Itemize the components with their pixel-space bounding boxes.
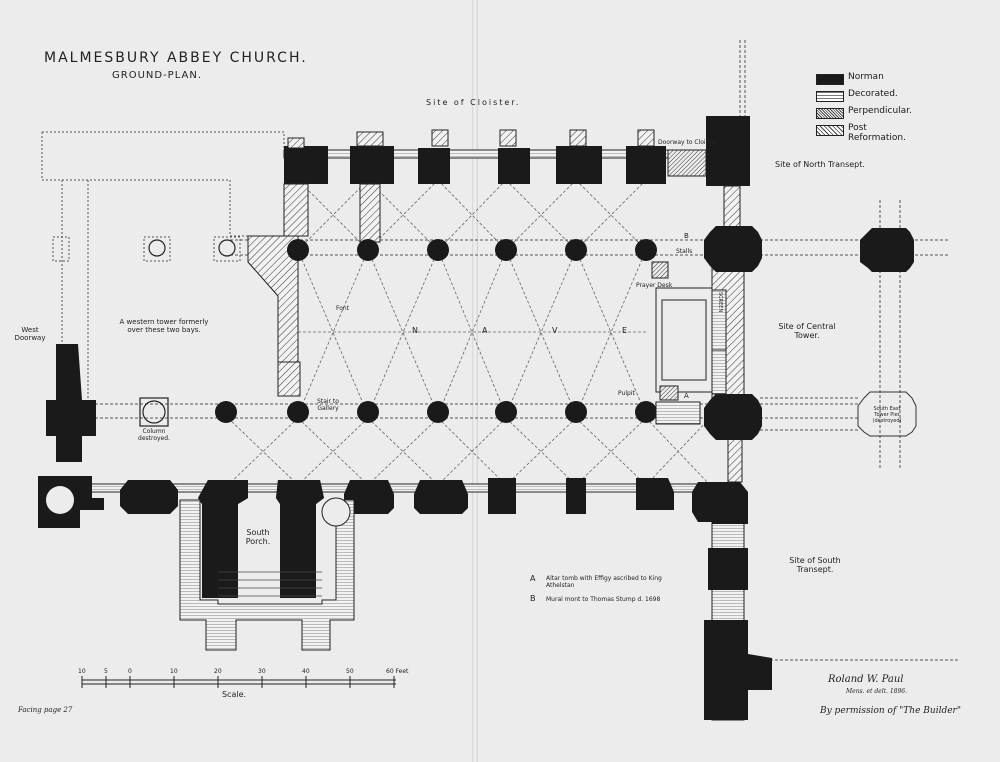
footer-left: Facing page 27 [18, 706, 73, 714]
label-mark-a: A [684, 392, 689, 400]
scale-tick: 20 [214, 668, 222, 675]
nave-letter: N [412, 326, 418, 335]
nave-letter: V [552, 326, 558, 335]
legend-swatch-decorated [816, 91, 844, 102]
page-subtitle: GROUND-PLAN. [112, 70, 203, 81]
label-screen: SCREEN [717, 292, 723, 313]
scale-tick: 0 [128, 668, 132, 675]
page-title: MALMESBURY ABBEY CHURCH. [44, 50, 308, 66]
label-western-tower: A western tower formerly over these two … [119, 318, 209, 334]
label-column-destroyed: Column destroyed. [138, 428, 170, 442]
west-end [38, 344, 104, 528]
note-b-text: Mural mont to Thomas Stump d. 1698 [546, 596, 661, 603]
scale-tick: 10 [170, 668, 178, 675]
note-b-mark: B [530, 594, 536, 603]
legend-label: Post Reformation. [848, 123, 906, 143]
legend-label: Perpendicular. [848, 106, 912, 116]
west-wall [247, 183, 745, 483]
destroyed-columns [139, 239, 236, 427]
signature-date: Mens. et delt. 1896. [846, 688, 908, 695]
signature-name: Roland W. Paul [828, 674, 904, 685]
label-south-east-pier: South East Tower Pier (destroyed) [872, 406, 902, 424]
label-stair: Stair to Gallery [317, 398, 339, 412]
label-site-central-tower: Site of Central Tower. [778, 322, 836, 340]
screen-fittings [651, 261, 727, 425]
south-transept-wall [704, 500, 772, 721]
scale-tick: 30 [258, 668, 266, 675]
scale-tick: 40 [302, 668, 310, 675]
south-porch [179, 480, 355, 651]
north-wall [283, 116, 750, 186]
label-font: Font [336, 305, 350, 312]
label-site-north-transept: Site of North Transept. [775, 160, 865, 169]
label-south-porch: South Porch. [245, 528, 271, 546]
scale-bar [81, 676, 396, 688]
footer-right: By permission of "The Builder" [820, 706, 961, 716]
south-east-pier-outline [857, 391, 917, 437]
note-a-text: Altar tomb with Effigy ascribed to King … [546, 575, 662, 589]
scale-label: Scale. [222, 690, 247, 699]
label-west-doorway: West Doorway [14, 326, 46, 342]
label-site-south-transept: Site of South Transept. [789, 556, 841, 574]
nave-columns [215, 239, 657, 423]
nave-letter: A [482, 326, 488, 335]
note-a-mark: A [530, 574, 536, 583]
label-site-cloister: Site of Cloister. [426, 98, 521, 107]
nave-letter: E [622, 326, 628, 335]
scale-tick: 50 [346, 668, 354, 675]
legend-label: Norman [848, 72, 884, 82]
legend-swatch-post-reformation [816, 125, 844, 136]
label-stalls: Stalls [676, 248, 693, 255]
scale-tick: 60 Feet [386, 668, 409, 675]
legend-label: Decorated. [848, 89, 898, 99]
book-gutter [472, 0, 478, 762]
label-prayer-desk: Prayer Desk [636, 282, 673, 289]
label-mark-b: B [684, 232, 689, 240]
label-pulpit: Pulpit [618, 390, 635, 397]
crossing-piers [704, 226, 914, 440]
nave-vaulting [227, 179, 711, 486]
legend-swatch-perpendicular [816, 108, 844, 119]
scale-tick: 5 [104, 668, 108, 675]
scale-tick: 10 [78, 668, 86, 675]
label-doorway-cloister: Doorway to Cloister [658, 139, 718, 146]
legend-swatch-norman [816, 74, 844, 85]
